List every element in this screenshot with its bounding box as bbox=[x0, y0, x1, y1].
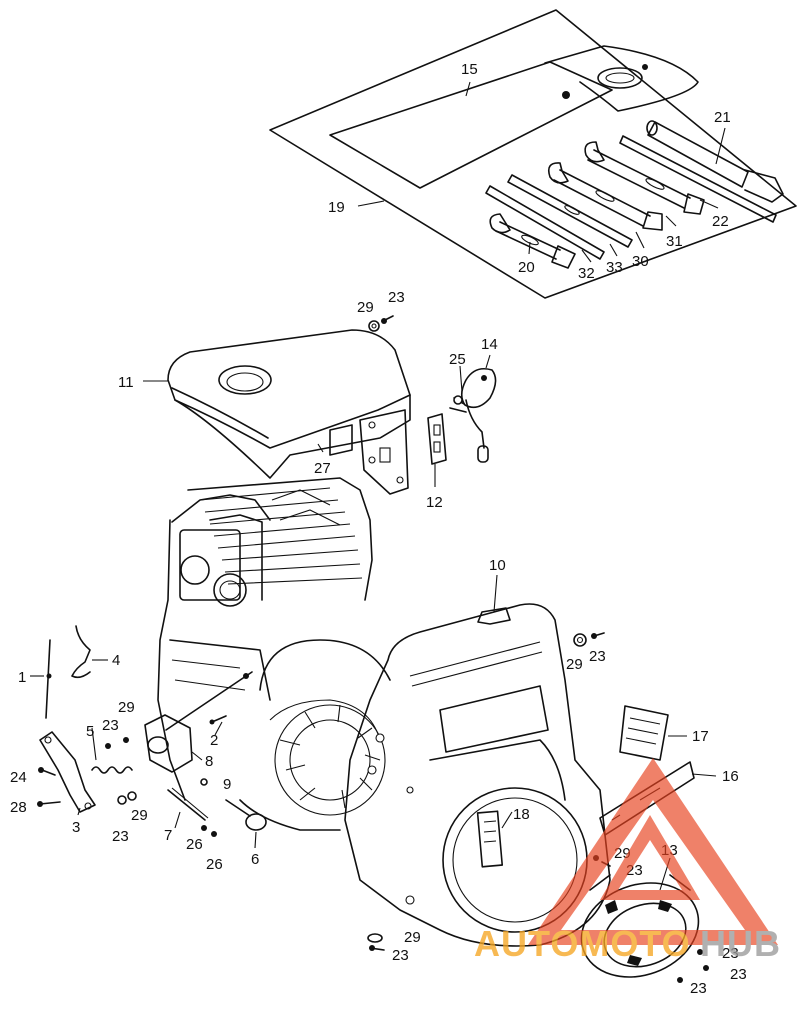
label-26-a: 26 bbox=[186, 836, 203, 853]
fastener-top bbox=[368, 315, 394, 332]
part-labels: 15 19 21 22 31 30 33 32 20 29 23 11 25 1… bbox=[10, 61, 747, 997]
governor-linkage bbox=[37, 625, 267, 837]
label-14: 14 bbox=[481, 336, 498, 353]
label-20: 20 bbox=[518, 259, 535, 276]
label-10: 10 bbox=[489, 557, 506, 574]
label-23-br1: 23 bbox=[722, 945, 739, 962]
label-2: 2 bbox=[210, 732, 218, 749]
fastener-bottom bbox=[367, 933, 385, 951]
triangle-inner-icon bbox=[600, 815, 700, 900]
label-25: 25 bbox=[449, 351, 466, 368]
label-1: 1 bbox=[18, 669, 26, 686]
label-27: 27 bbox=[314, 460, 331, 477]
label-7: 7 bbox=[164, 827, 172, 844]
label-23-top: 23 bbox=[388, 289, 405, 306]
label-29-bottom: 29 bbox=[404, 929, 421, 946]
tool-kit-panel bbox=[269, 9, 797, 299]
label-11: 11 bbox=[118, 374, 134, 391]
label-17: 17 bbox=[692, 728, 709, 745]
label-23-lower: 23 bbox=[112, 828, 129, 845]
label-23-left: 23 bbox=[102, 717, 119, 734]
label-15: 15 bbox=[461, 61, 478, 78]
label-29-top: 29 bbox=[357, 299, 374, 316]
label-29-lower: 29 bbox=[131, 807, 148, 824]
label-29-left: 29 bbox=[118, 699, 135, 716]
label-29-right: 29 bbox=[566, 656, 583, 673]
top-shroud bbox=[167, 329, 411, 495]
label-16: 16 bbox=[722, 768, 739, 785]
label-5: 5 bbox=[86, 723, 94, 740]
label-19: 19 bbox=[328, 199, 345, 216]
label-23-br3: 23 bbox=[690, 980, 707, 997]
label-12: 12 bbox=[426, 494, 443, 511]
label-26-b: 26 bbox=[206, 856, 223, 873]
stop-switch-assembly bbox=[427, 367, 497, 465]
label-30: 30 bbox=[632, 253, 649, 270]
watermark-logo: AUTOMOTO HUB bbox=[474, 758, 781, 964]
label-24: 24 bbox=[10, 769, 27, 786]
label-3: 3 bbox=[72, 819, 80, 836]
label-32: 32 bbox=[578, 265, 595, 282]
leader-lines bbox=[30, 81, 726, 891]
fan-cover bbox=[344, 603, 611, 947]
label-23-br2: 23 bbox=[730, 966, 747, 983]
label-18: 18 bbox=[513, 806, 530, 823]
label-21: 21 bbox=[714, 109, 731, 126]
engine-block bbox=[157, 477, 391, 831]
watermark-text-orange: AUTOMOTO bbox=[474, 923, 691, 964]
label-8: 8 bbox=[205, 753, 213, 770]
fastener-right bbox=[573, 632, 605, 647]
watermark-text-gray: HUB bbox=[700, 923, 781, 964]
label-31: 31 bbox=[666, 233, 683, 250]
label-23-bottom: 23 bbox=[392, 947, 409, 964]
label-22: 22 bbox=[712, 213, 729, 230]
label-4: 4 bbox=[112, 652, 120, 669]
label-6: 6 bbox=[251, 851, 259, 868]
label-23-right: 23 bbox=[589, 648, 606, 665]
label-28: 28 bbox=[10, 799, 27, 816]
triangle-icon bbox=[528, 758, 778, 945]
label-9: 9 bbox=[223, 776, 231, 793]
label-33: 33 bbox=[606, 259, 623, 276]
